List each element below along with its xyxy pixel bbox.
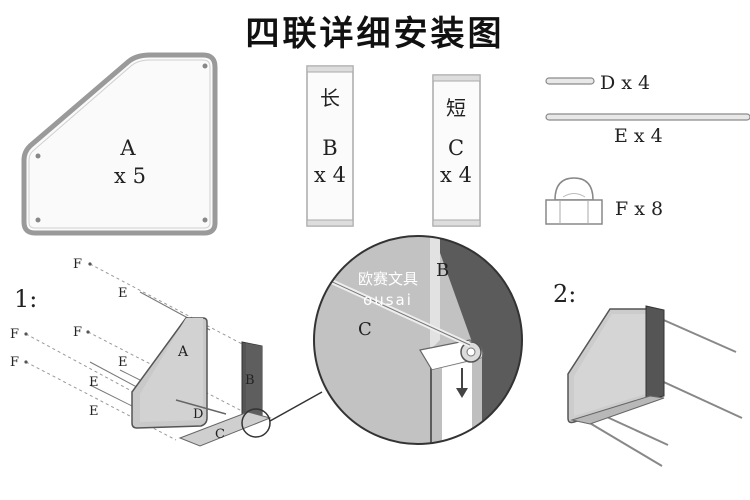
part-f-cap-nut: F x 8 — [545, 177, 663, 225]
part-d-label: D x 4 — [600, 72, 650, 94]
step-1-b-label: B — [245, 373, 255, 388]
part-c-note: 短 — [446, 96, 466, 120]
step-1-a-label: A — [177, 344, 189, 360]
step-1-f-label: F — [73, 257, 82, 272]
part-a-letter: A — [119, 136, 136, 160]
step-2-number: 2: — [553, 280, 576, 308]
step-1-c-label: C — [215, 427, 225, 442]
detail-zoom: B C — [313, 235, 523, 445]
part-c-letter: C — [448, 136, 464, 160]
part-c-strip: 短 C x 4 — [432, 74, 481, 227]
part-c-count: x 4 — [440, 163, 472, 187]
watermark-en: ousai — [363, 291, 413, 309]
detail-marker — [241, 408, 271, 438]
detail-c-label: C — [358, 319, 372, 340]
part-a-panel: A x 5 — [21, 52, 218, 236]
hole — [35, 217, 41, 223]
step-1-strip-c — [178, 411, 272, 447]
part-b-count: x 4 — [314, 163, 346, 187]
step-1-f-label: F — [10, 355, 19, 370]
step-1: 1: F F F F E E E — [10, 257, 323, 447]
part-a-count: x 5 — [114, 164, 146, 188]
part-b-letter: B — [322, 136, 337, 160]
step-1-e-label: E — [118, 355, 128, 370]
hole — [202, 217, 208, 223]
part-e-rod: E x 4 — [545, 113, 750, 147]
hole — [202, 63, 208, 69]
step-2: 2: — [553, 280, 743, 467]
part-b-note: 长 — [320, 86, 340, 110]
part-b-strip: 长 B x 4 — [306, 65, 354, 227]
step-1-e-label: E — [89, 404, 99, 419]
step-1-d-label: D — [193, 407, 203, 422]
page-title: 四联详细安装图 — [245, 14, 505, 54]
step-1-f-label: F — [10, 327, 19, 342]
watermark-cn: 欧赛文具 — [358, 270, 418, 288]
part-d-rod: D x 4 — [545, 72, 650, 94]
detail-b-label: B — [436, 260, 449, 281]
part-f-label: F x 8 — [615, 198, 663, 220]
step-1-e-label: E — [89, 375, 99, 390]
step-1-e-label: E — [118, 286, 128, 301]
part-e-label: E x 4 — [614, 125, 663, 147]
hole — [35, 153, 41, 159]
step-1-f-label: F — [73, 325, 82, 340]
step-1-number: 1: — [14, 285, 37, 313]
